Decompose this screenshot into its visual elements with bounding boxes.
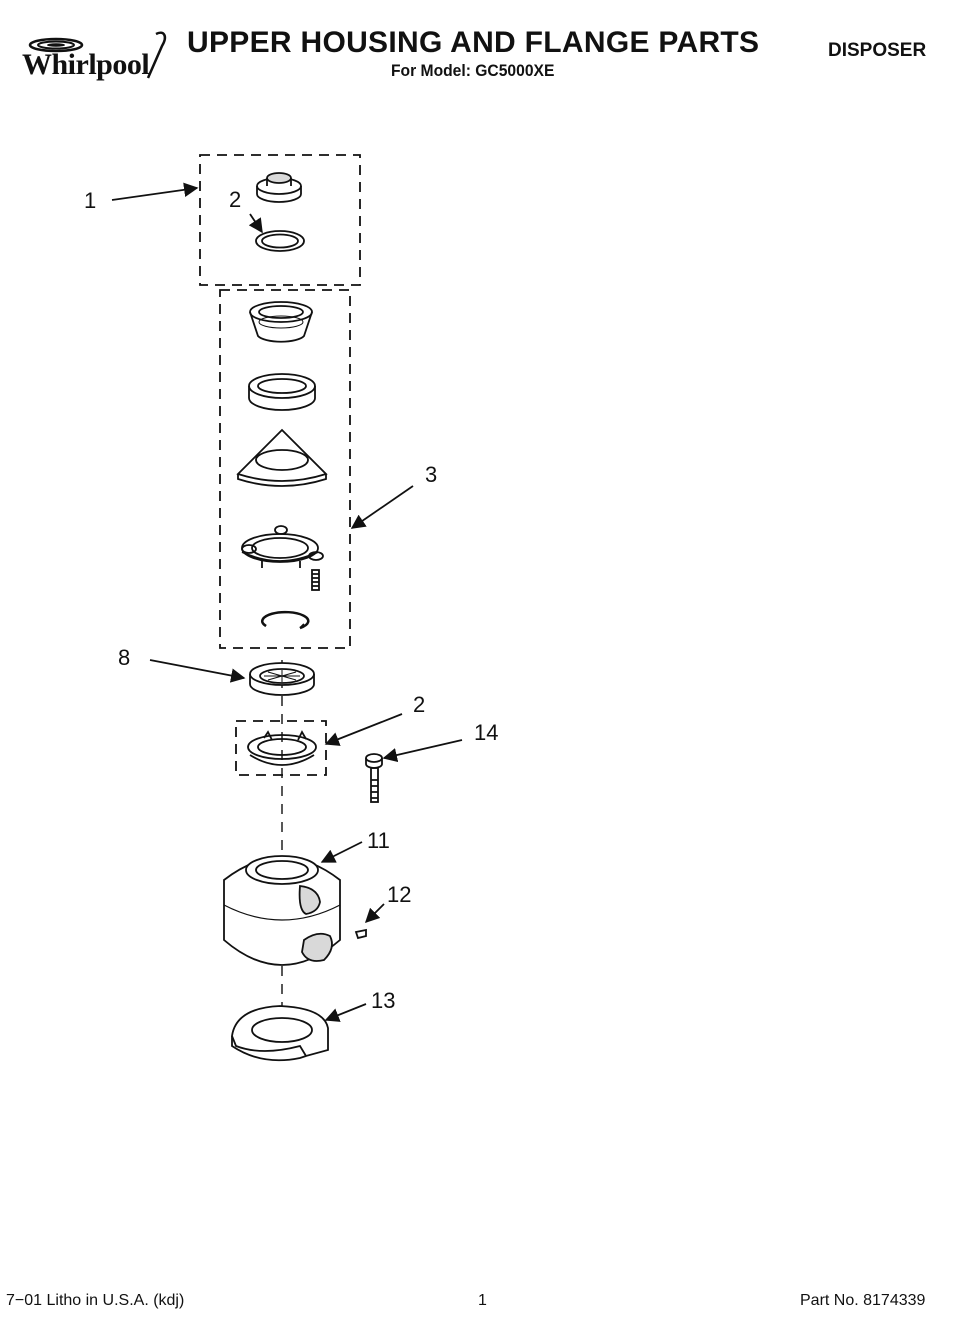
part-mounting-ring [241, 525, 324, 568]
leader-14 [382, 739, 463, 763]
part-gasket-ring-top [255, 230, 305, 252]
brand-name: Whirlpool [22, 48, 150, 81]
leader-1 [111, 182, 199, 201]
callout-11: 11 [367, 828, 390, 853]
whirlpool-logo [18, 28, 190, 92]
leader-8 [149, 659, 246, 683]
footer-page-number: 1 [478, 1292, 487, 1309]
footer-part-number: Part No. 8174339 [800, 1292, 926, 1309]
group-box-stopper [199, 154, 361, 286]
part-housing-collar [231, 1005, 329, 1062]
callout-3: 3 [425, 462, 438, 487]
part-gasket-ring-lower [247, 730, 317, 766]
callout-2-top: 2 [229, 187, 242, 212]
leader-12 [364, 903, 385, 924]
part-bolt [365, 753, 383, 803]
footer-litho: 7−01 Litho in U.S.A. (kdj) [6, 1292, 185, 1309]
callout-8: 8 [118, 645, 131, 670]
part-snap-ring [261, 610, 310, 630]
leader-13 [324, 1003, 367, 1022]
part-mounting-flange [236, 428, 328, 487]
model-subtitle: For Model: GC5000XE [391, 61, 555, 80]
leader-3 [350, 485, 414, 529]
callout-12: 12 [387, 882, 412, 907]
product-category: DISPOSER [828, 40, 927, 61]
page-title: UPPER HOUSING AND FLANGE PARTS [187, 26, 760, 59]
part-stopper [256, 172, 302, 203]
part-clip [354, 928, 367, 940]
group-box-gasket [235, 720, 327, 776]
part-upper-housing [223, 855, 341, 966]
leader-11 [320, 841, 363, 863]
group-box-mount-assembly [219, 289, 351, 649]
leader-2-mid [324, 713, 403, 746]
part-sink-flange [249, 301, 313, 343]
callout-13: 13 [371, 988, 396, 1013]
callout-1: 1 [84, 188, 97, 213]
part-backup-ring [248, 373, 316, 411]
whirlpool-swirl-icon [28, 31, 167, 79]
callout-2-mid: 2 [413, 692, 426, 717]
part-mounting-screw [311, 569, 320, 591]
leader-2-top [248, 213, 263, 234]
part-splash-guard [249, 662, 315, 696]
callout-14: 14 [474, 720, 499, 745]
